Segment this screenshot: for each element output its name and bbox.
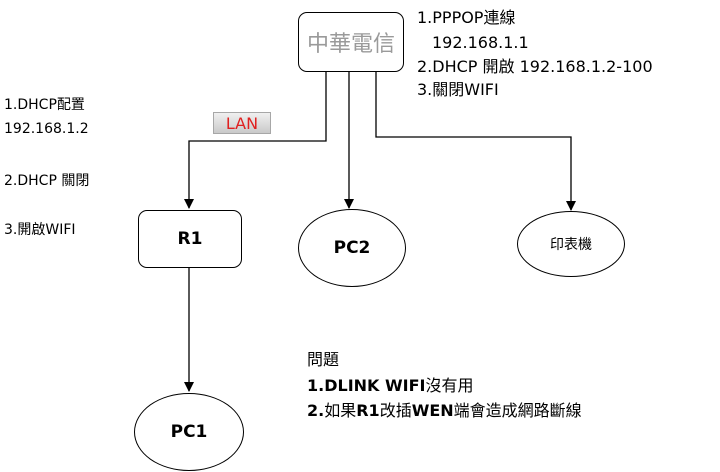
isp-note-1: 1.PPPOP連線 xyxy=(417,8,516,27)
problem-1-text: 沒有用 xyxy=(425,376,474,395)
isp-note-2: 192.168.1.1 xyxy=(432,33,529,52)
isp-router-node: 中華電信 xyxy=(298,12,404,72)
pc1-node: PC1 xyxy=(134,393,244,471)
problem-2-text-a: 如果 xyxy=(324,401,357,420)
problem-2-text-c: 端會造成網路斷線 xyxy=(453,401,582,420)
r1-note-1: 1.DHCP配置 xyxy=(4,97,85,113)
wire-isp-to-r1 xyxy=(184,72,327,209)
problem-item-2: 2.如果R1改插WEN端會造成網路斷線 xyxy=(307,401,582,421)
problem-2-r1: R1 xyxy=(356,401,380,420)
pc1-label: PC1 xyxy=(170,422,208,442)
problem-1-number: 1.DLINK WIFI xyxy=(307,376,426,395)
printer-label: 印表機 xyxy=(550,237,592,253)
problem-item-1: 1.DLINK WIFI沒有用 xyxy=(307,376,474,396)
isp-note-3: 2.DHCP 開啟 192.168.1.2-100 xyxy=(417,57,653,76)
lan-label: LAN xyxy=(213,112,271,134)
problem-2-text-b: 改插 xyxy=(379,401,412,420)
r1-note-3: 2.DHCP 關閉 xyxy=(4,173,90,189)
pc2-label: PC2 xyxy=(333,238,371,258)
problem-2-wen: WEN xyxy=(411,401,454,420)
isp-note-4: 3.關閉WIFI xyxy=(417,80,499,99)
r1-label: R1 xyxy=(177,229,203,249)
wire-isp-to-printer xyxy=(375,72,576,211)
isp-label: 中華電信 xyxy=(306,32,395,57)
printer-node: 印表機 xyxy=(517,211,625,277)
problem-2-number: 2. xyxy=(307,401,325,420)
r1-router-node: R1 xyxy=(138,210,242,268)
pc2-node: PC2 xyxy=(298,209,406,287)
r1-note-4: 3.開啟WIFI xyxy=(4,222,76,238)
r1-note-2: 192.168.1.2 xyxy=(4,121,89,137)
problems-title: 問題 xyxy=(307,350,340,369)
